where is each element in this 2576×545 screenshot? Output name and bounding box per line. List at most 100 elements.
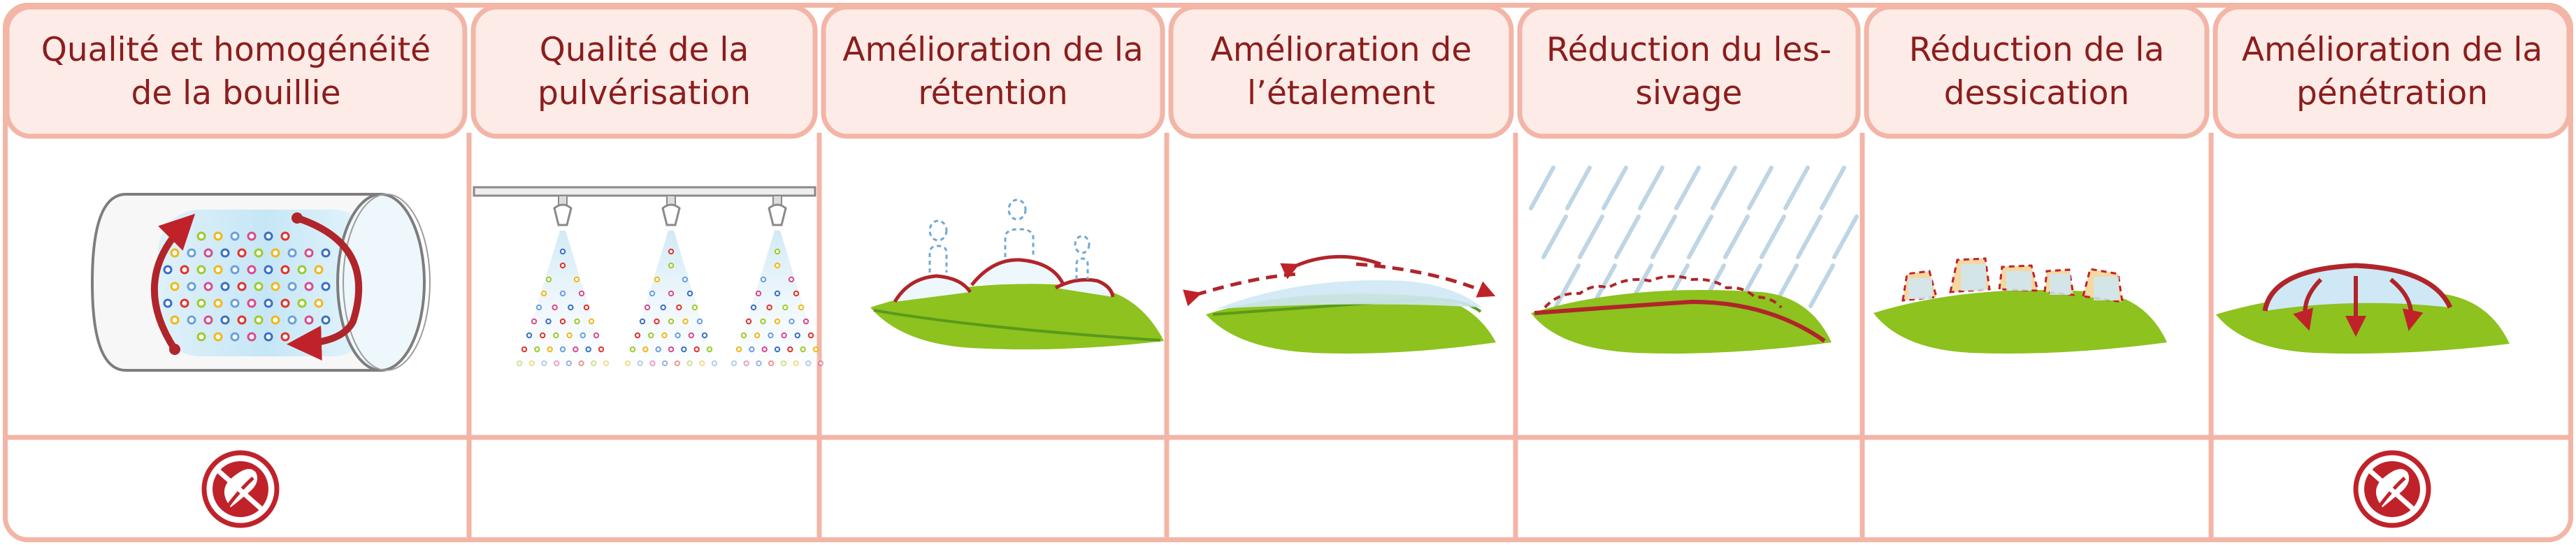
particle bbox=[196, 231, 206, 241]
particle bbox=[321, 248, 331, 258]
particle bbox=[170, 315, 180, 325]
particle bbox=[280, 231, 290, 241]
spray-nozzles-icon bbox=[473, 186, 824, 367]
rain-streak bbox=[1614, 215, 1641, 259]
particle bbox=[247, 332, 257, 342]
particle bbox=[230, 298, 240, 308]
spray-nozzle bbox=[731, 195, 824, 367]
particle bbox=[314, 265, 324, 275]
leaf-retention-icon bbox=[870, 198, 1164, 350]
particle bbox=[203, 282, 213, 291]
leaf-badge-icon bbox=[201, 450, 280, 528]
column-title: Qualité et homogénéité de la bouillie bbox=[41, 30, 431, 112]
column-title: Amélioration de l’étalement bbox=[1210, 30, 1472, 112]
rain-streak bbox=[1674, 166, 1701, 210]
leaf-rain-wash-icon bbox=[1529, 166, 1859, 354]
rain-streak bbox=[1638, 166, 1664, 210]
particle bbox=[271, 248, 280, 258]
particle bbox=[247, 265, 257, 275]
column-dividers bbox=[466, 133, 2214, 542]
rain-streak bbox=[1578, 215, 1604, 259]
header-tab bbox=[1517, 4, 1861, 139]
rain-streak bbox=[1541, 215, 1568, 259]
particle bbox=[254, 282, 264, 291]
particle bbox=[271, 282, 280, 291]
particle bbox=[271, 315, 280, 325]
particle bbox=[287, 282, 297, 291]
particle bbox=[180, 265, 189, 275]
nozzle-group bbox=[516, 195, 824, 367]
particle bbox=[304, 282, 314, 291]
particle bbox=[196, 298, 206, 308]
particle bbox=[287, 315, 297, 325]
rain-streak bbox=[1747, 166, 1773, 210]
particle bbox=[187, 315, 196, 325]
particle bbox=[220, 248, 230, 258]
header-tab bbox=[4, 4, 468, 139]
particle bbox=[220, 282, 230, 291]
particle bbox=[264, 265, 273, 275]
rain-streak bbox=[1602, 166, 1628, 210]
particle bbox=[203, 248, 213, 258]
spray-nozzle bbox=[624, 195, 718, 367]
particle bbox=[237, 282, 247, 291]
particle bbox=[213, 231, 223, 241]
rain-streak bbox=[1832, 215, 1859, 259]
particle bbox=[237, 248, 247, 258]
rain-streak bbox=[1783, 166, 1810, 210]
particle bbox=[304, 248, 314, 258]
particle bbox=[280, 332, 290, 342]
particle bbox=[213, 332, 223, 342]
tank-particles bbox=[163, 231, 331, 342]
particle bbox=[297, 265, 307, 275]
header-tab bbox=[470, 4, 818, 139]
particle bbox=[163, 265, 173, 275]
particle bbox=[170, 282, 180, 291]
particle bbox=[230, 265, 240, 275]
rain-streak bbox=[1723, 215, 1750, 259]
particle bbox=[187, 248, 196, 258]
particle bbox=[230, 332, 240, 342]
particle bbox=[264, 298, 273, 308]
rain-streak bbox=[1820, 166, 1846, 210]
particle bbox=[230, 231, 240, 241]
particle bbox=[321, 282, 331, 291]
particle bbox=[304, 315, 314, 325]
header-tabs bbox=[4, 4, 2572, 139]
rain-streak bbox=[1760, 215, 1786, 259]
rain-streak bbox=[1554, 263, 1581, 308]
rain-streak bbox=[1796, 215, 1822, 259]
particle bbox=[254, 315, 264, 325]
spray-nozzle bbox=[516, 195, 610, 367]
rain-streak bbox=[1565, 166, 1592, 210]
particle bbox=[196, 332, 206, 342]
leaf-penetration-icon bbox=[2216, 263, 2510, 354]
particle bbox=[187, 282, 196, 291]
particle bbox=[287, 248, 297, 258]
particle bbox=[297, 298, 307, 308]
particle bbox=[170, 248, 180, 258]
particle bbox=[196, 265, 206, 275]
particle bbox=[280, 298, 290, 308]
rain-streak bbox=[1687, 215, 1713, 259]
particle bbox=[203, 315, 213, 325]
particle bbox=[213, 265, 223, 275]
leaf-spreading-icon bbox=[1183, 255, 1496, 354]
particle bbox=[264, 231, 273, 241]
particle bbox=[163, 298, 173, 308]
leaf-drying-icon bbox=[1873, 257, 2167, 354]
particle bbox=[180, 298, 189, 308]
leaf-badge-icon bbox=[2353, 450, 2431, 528]
column-title: Réduction de la dessication bbox=[1908, 30, 2165, 112]
particle bbox=[321, 315, 331, 325]
column-title: Qualité de la pulvérisation bbox=[537, 30, 751, 112]
rain-streak bbox=[1808, 263, 1835, 308]
column-title: Amélioration de la rétention bbox=[842, 30, 1144, 112]
column-title: Amélioration de la pénétration bbox=[2241, 30, 2543, 112]
particle bbox=[264, 332, 273, 342]
rain-streak bbox=[1650, 215, 1677, 259]
rain-streak bbox=[1711, 166, 1737, 210]
column-title: Réduction du les-sivage bbox=[1546, 30, 1832, 112]
